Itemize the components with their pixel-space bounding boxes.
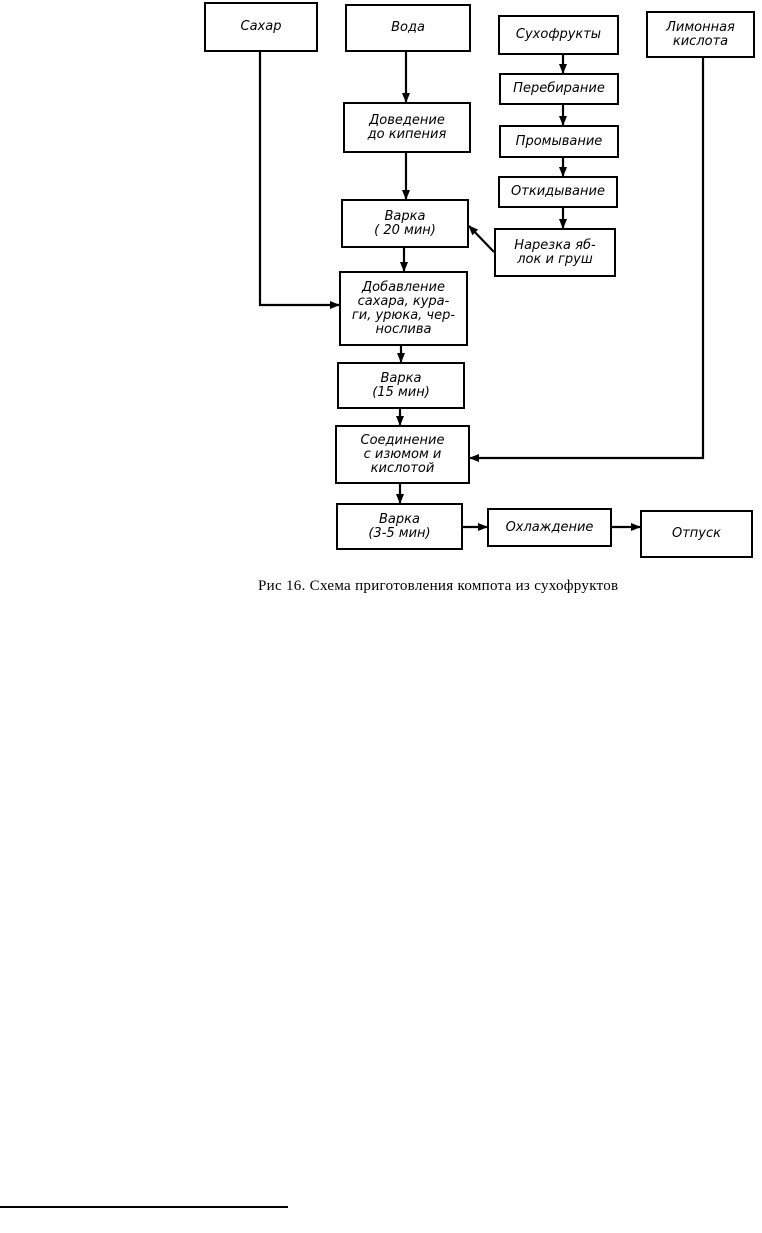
node-slicing: Нарезка яб- лок и груш xyxy=(494,228,616,277)
node-sugar: Сахар xyxy=(204,2,318,52)
node-boil-15: Варка (15 мин) xyxy=(337,362,465,409)
flowchart-connectors xyxy=(258,52,705,531)
arrow-acid-to-combining xyxy=(469,58,705,462)
node-dried-fruits: Сухофрукты xyxy=(498,15,619,55)
node-dried-fruits-label: Сухофрукты xyxy=(515,27,602,42)
node-washing-label: Промывание xyxy=(515,133,603,149)
node-draining: Откидывание xyxy=(498,176,618,208)
node-boil-20-label: Варка ( 20 мин) xyxy=(374,208,436,238)
arrow-slicing-to-cook20 xyxy=(468,225,495,253)
node-slicing-label: Нарезка яб- лок и груш xyxy=(514,237,596,267)
node-serving-label: Отпуск xyxy=(672,526,721,541)
node-adding-label: Добавление сахара, кура- ги, урюка, чер-… xyxy=(351,279,456,337)
node-sugar-label: Сахар xyxy=(240,19,282,34)
node-boil-20: Варка ( 20 мин) xyxy=(341,199,469,248)
node-sorting-label: Перебирание xyxy=(513,81,605,96)
node-citric-acid-label: Лимонная кислота xyxy=(666,19,735,49)
footnote-separator-line xyxy=(0,1206,288,1208)
node-sorting: Перебирание xyxy=(499,73,619,105)
arrow-sugar-to-adding xyxy=(258,52,340,309)
node-water-label: Вода xyxy=(391,20,425,35)
node-cooling-label: Охлаждение xyxy=(505,519,594,535)
node-boil-15-label: Варка (15 мин) xyxy=(372,370,430,400)
node-draining-label: Откидывание xyxy=(511,184,605,199)
node-water: Вода xyxy=(345,4,471,52)
node-bring-to-boil-label: Доведение до кипения xyxy=(367,112,447,142)
figure-caption: Рис 16. Схема приготовления компота из с… xyxy=(258,578,619,594)
node-serving: Отпуск xyxy=(640,510,753,558)
node-boil-3-5: Варка (3-5 мин) xyxy=(336,503,463,550)
node-adding: Добавление сахара, кура- ги, урюка, чер-… xyxy=(339,271,468,346)
node-citric-acid: Лимонная кислота xyxy=(646,11,755,58)
node-boil-3-5-label: Варка (3-5 мин) xyxy=(368,511,431,541)
node-combining: Соединение с изюмом и кислотой xyxy=(335,425,470,484)
node-cooling: Охлаждение xyxy=(487,508,612,547)
node-bring-to-boil: Доведение до кипения xyxy=(343,102,471,153)
node-combining-label: Соединение с изюмом и кислотой xyxy=(360,432,445,476)
node-washing: Промывание xyxy=(499,125,619,158)
